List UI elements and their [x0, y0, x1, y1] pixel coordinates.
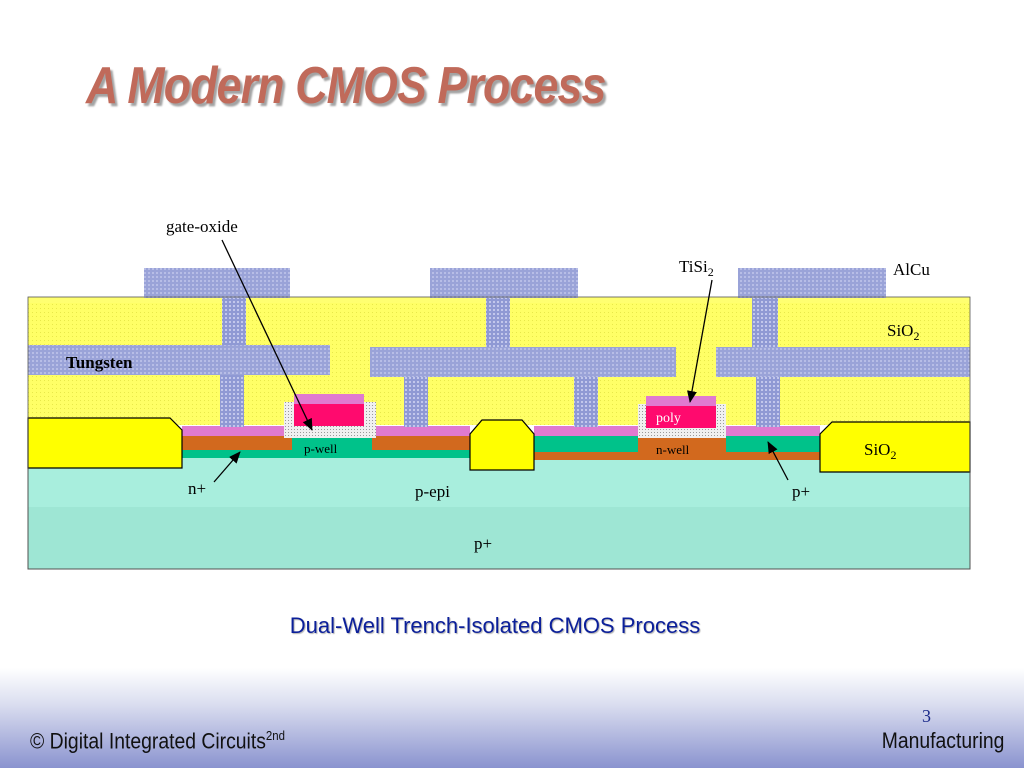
- n-well-label: n-well: [656, 442, 690, 457]
- tungsten-label: Tungsten: [66, 353, 133, 372]
- p-plus-arrow: [767, 441, 789, 481]
- footer-section-name: Manufacturing: [881, 728, 1004, 753]
- tungsten-contact: [574, 377, 598, 427]
- tungsten-contact: [220, 375, 244, 427]
- sio2-top-label: SiO2: [887, 321, 919, 343]
- page-number: 3: [922, 706, 931, 726]
- p-well-label: p-well: [304, 441, 338, 456]
- poly-label: poly: [656, 411, 681, 426]
- n-plus-arrow: [213, 451, 241, 483]
- tungsten-via: [752, 297, 778, 347]
- p-plus-right-label: p+: [792, 482, 810, 501]
- trench-oxide-right: [819, 421, 971, 473]
- gate-oxide-label: gate-oxide: [166, 217, 238, 236]
- n-plus-diffusion-left: [182, 450, 292, 458]
- dielectric-outline: [27, 296, 971, 570]
- n-plus-label: n+: [188, 479, 206, 498]
- slide-title: A Modern CMOS Process: [86, 57, 606, 115]
- metal1-line-center: [370, 347, 676, 377]
- p-well-channel: [292, 436, 372, 458]
- p-epi-label: p-epi: [415, 482, 450, 501]
- silicide-strip: [534, 426, 638, 436]
- tungsten-contact: [404, 377, 428, 427]
- trench-oxide-left: [27, 417, 183, 469]
- figure-caption: Dual-Well Trench-Isolated CMOS Process: [289, 613, 701, 638]
- alcu-label: AlCu: [893, 260, 930, 279]
- footer-copyright-text: © Digital Integrated Circuits: [30, 728, 266, 754]
- n-plus-diffusion-right: [366, 450, 470, 458]
- alcu-metal2-right: [738, 268, 886, 298]
- silicide-strip: [376, 426, 470, 436]
- footer-edition-superscript: 2nd: [265, 728, 286, 743]
- p-plus-diffusion-left: [534, 434, 638, 452]
- tisi2-arrow: [687, 279, 713, 403]
- p-plus-substrate: [28, 505, 970, 569]
- p-plus-diffusion-right: [726, 434, 820, 452]
- pmos-poly-gate: [646, 406, 716, 428]
- tungsten-via: [486, 297, 510, 347]
- pmos-gate-silicide: [646, 396, 716, 406]
- alcu-metal2-center: [430, 268, 578, 298]
- sio2-right-label: SiO2: [864, 440, 896, 462]
- tungsten-contact: [756, 377, 780, 427]
- silicide-strip: [182, 426, 286, 436]
- footer-copyright: © Digital Integrated Circuits2nd: [30, 728, 285, 754]
- silicide-strip: [726, 426, 820, 436]
- p-plus-substrate-label: p+: [474, 534, 492, 553]
- metal1-line-left: [28, 345, 330, 375]
- gate-oxide-arrow: [221, 239, 313, 431]
- tisi2-label: TiSi2: [679, 257, 714, 279]
- nmos-gate-silicide: [294, 394, 364, 404]
- footer-band: [0, 668, 1024, 768]
- alcu-metal2-left: [144, 268, 290, 298]
- tungsten-via: [222, 297, 246, 345]
- metal1-line-right: [716, 347, 970, 377]
- trench-oxide-center: [469, 419, 535, 471]
